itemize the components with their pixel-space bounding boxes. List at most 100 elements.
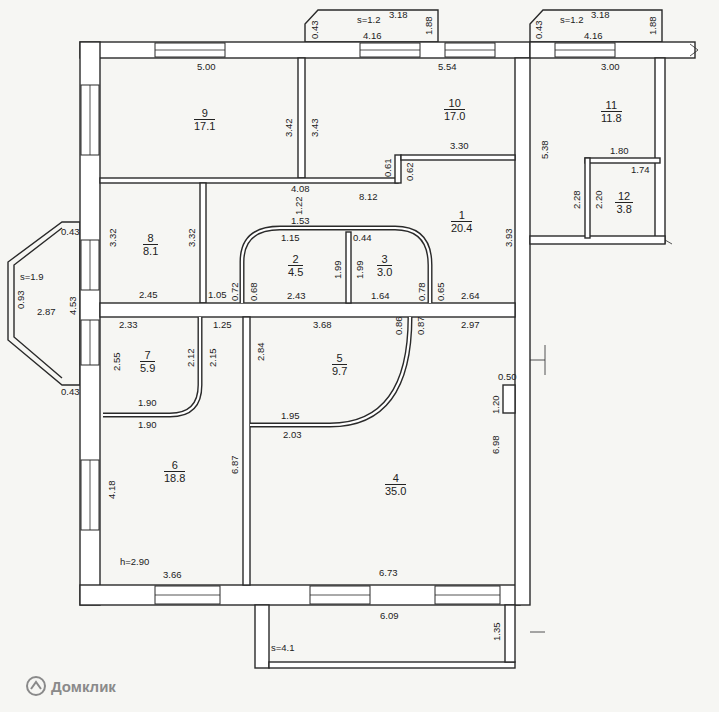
dimension-label: 4.18 bbox=[107, 481, 117, 500]
dimension-label: s=1.2 bbox=[560, 15, 584, 25]
dimension-label: s=1.9 bbox=[20, 272, 44, 282]
room-area-value: 8.1 bbox=[143, 245, 158, 258]
dimension-label: 3.00 bbox=[601, 62, 620, 72]
room-number: 7 bbox=[140, 349, 155, 362]
dimension-label: 1.05 bbox=[208, 290, 227, 300]
dimension-label: 1.64 bbox=[371, 291, 390, 301]
dimension-label: 0.43 bbox=[310, 21, 320, 40]
room-number: 4 bbox=[385, 472, 406, 485]
watermark-icon bbox=[27, 677, 45, 695]
dimension-label: 0.43 bbox=[61, 387, 80, 397]
room-area: 1111.8 bbox=[598, 97, 625, 127]
room-area-value: 18.8 bbox=[164, 472, 185, 485]
dimension-label: 6.09 bbox=[380, 611, 399, 621]
dimension-label: 2.43 bbox=[287, 291, 306, 301]
room-area: 1017.0 bbox=[441, 95, 468, 125]
room-area: 75.9 bbox=[137, 347, 158, 377]
dimension-label: 3.68 bbox=[313, 320, 332, 330]
room-area-value: 5.9 bbox=[140, 362, 155, 375]
dimension-label: 1.22 bbox=[294, 197, 304, 216]
dimension-label: 2.87 bbox=[37, 307, 56, 317]
dimension-label: 1.15 bbox=[281, 233, 300, 243]
room-area-value: 11.8 bbox=[601, 112, 622, 125]
dimension-label: 8.12 bbox=[359, 192, 378, 202]
room-number: 8 bbox=[143, 232, 158, 245]
dimension-label: 1.88 bbox=[648, 17, 658, 36]
room-number: 2 bbox=[288, 253, 303, 266]
dimension-label: 2.03 bbox=[283, 430, 302, 440]
room-area-value: 17.0 bbox=[444, 110, 465, 123]
dimension-label: 5.38 bbox=[540, 141, 550, 160]
dimension-label: 3.66 bbox=[163, 570, 182, 580]
dimension-label: s=1.2 bbox=[357, 15, 381, 25]
dimension-label: 4.16 bbox=[584, 31, 603, 41]
dimension-label: 1.35 bbox=[492, 623, 502, 642]
dimension-label: 1.74 bbox=[631, 165, 650, 175]
dimension-label: 3.42 bbox=[284, 119, 294, 138]
dimension-label: 0.43 bbox=[534, 21, 544, 40]
dimension-label: 3.32 bbox=[187, 229, 197, 248]
dimension-label: 3.43 bbox=[310, 119, 320, 138]
dimension-label: 1.90 bbox=[138, 398, 157, 408]
dimension-label: 0.86 bbox=[394, 317, 404, 336]
dimension-label: 3.18 bbox=[591, 10, 610, 20]
dimension-label: 2.45 bbox=[139, 290, 158, 300]
room-area: 435.0 bbox=[382, 470, 409, 500]
room-area-value: 3.0 bbox=[377, 266, 392, 279]
room-number: 12 bbox=[615, 190, 633, 203]
dimension-label: s=4.1 bbox=[271, 643, 295, 653]
dimension-label: 3.18 bbox=[389, 10, 408, 20]
dimension-label: 0.61 bbox=[383, 159, 393, 178]
dimension-label: 6.98 bbox=[491, 436, 501, 455]
dimension-label: 2.33 bbox=[119, 320, 138, 330]
dimension-label: 0.72 bbox=[230, 283, 240, 302]
room-area: 88.1 bbox=[140, 230, 161, 260]
dimension-label: 2.15 bbox=[208, 349, 218, 368]
room-area-value: 35.0 bbox=[385, 485, 406, 498]
room-area: 123.8 bbox=[612, 188, 636, 218]
dimension-label: 1.99 bbox=[333, 261, 343, 280]
dimension-label: 1.99 bbox=[355, 261, 365, 280]
dimension-label: 6.87 bbox=[230, 456, 240, 475]
room-area-value: 20.4 bbox=[451, 222, 472, 235]
dimension-label: 2.28 bbox=[572, 191, 582, 210]
room-area: 59.7 bbox=[329, 350, 350, 380]
room-number: 11 bbox=[601, 99, 622, 112]
dimension-label: 4.08 bbox=[291, 184, 310, 194]
watermark: Домклик bbox=[51, 679, 116, 694]
room-number: 9 bbox=[194, 107, 215, 120]
dimension-label: 0.43 bbox=[61, 227, 80, 237]
dimension-label: 3.32 bbox=[108, 229, 118, 248]
dimension-label: 0.93 bbox=[16, 291, 26, 310]
dimension-label: 2.12 bbox=[186, 349, 196, 368]
room-area-value: 9.7 bbox=[332, 365, 347, 378]
room-number: 5 bbox=[332, 352, 347, 365]
dimension-label: 6.73 bbox=[379, 568, 398, 578]
dimension-label: 0.44 bbox=[353, 233, 372, 243]
dimension-label: 4.16 bbox=[363, 31, 382, 41]
room-number: 1 bbox=[451, 209, 472, 222]
dimension-label: 1.95 bbox=[281, 411, 300, 421]
room-area-value: 17.1 bbox=[194, 120, 215, 133]
room-number: 3 bbox=[377, 253, 392, 266]
dimension-label: 0.87 bbox=[416, 317, 426, 336]
dimension-label: 0.68 bbox=[249, 283, 259, 302]
dimension-label: 2.97 bbox=[461, 320, 480, 330]
room-number: 6 bbox=[164, 459, 185, 472]
dimension-label: 2.20 bbox=[594, 191, 604, 210]
room-area: 917.1 bbox=[191, 105, 218, 135]
room-area: 33.0 bbox=[374, 251, 395, 281]
room-area: 120.4 bbox=[448, 207, 475, 237]
dimension-label: 1.25 bbox=[213, 320, 232, 330]
room-area: 24.5 bbox=[285, 251, 306, 281]
dimension-label: 5.00 bbox=[197, 62, 216, 72]
dimension-label: 3.93 bbox=[504, 229, 514, 248]
dimension-label: 1.53 bbox=[291, 216, 310, 226]
dimension-label: 2.55 bbox=[112, 353, 122, 372]
dimension-label: 2.64 bbox=[461, 291, 480, 301]
dimension-label: 3.30 bbox=[450, 141, 469, 151]
dimension-label: 0.78 bbox=[417, 283, 427, 302]
room-area-value: 3.8 bbox=[615, 203, 633, 216]
dimension-label: 1.88 bbox=[424, 17, 434, 36]
